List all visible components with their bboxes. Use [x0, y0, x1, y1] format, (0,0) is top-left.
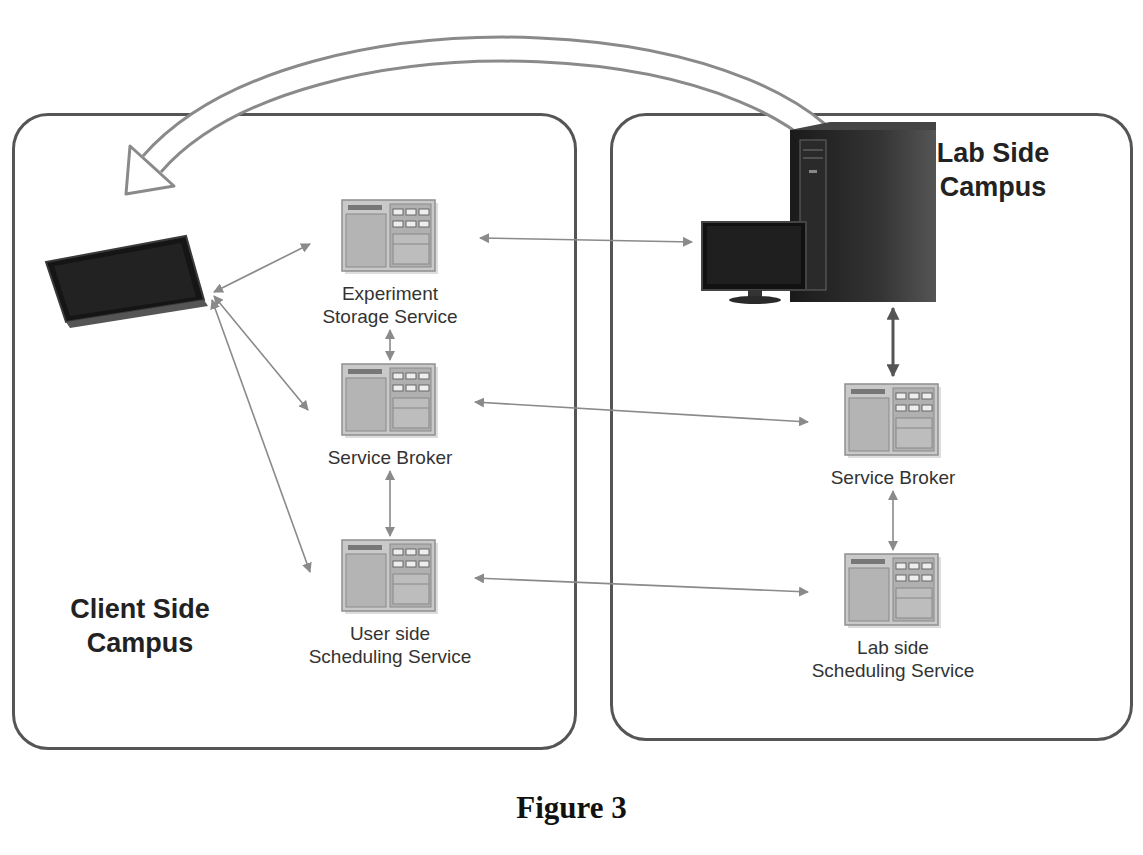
connector-arrow: [475, 578, 808, 592]
service-label: Experiment Storage Service: [315, 282, 465, 328]
connector-arrow: [389, 330, 391, 360]
campus-boundary: Client Side Campus Experiment Storage Ser…: [12, 113, 577, 750]
window-icon: [340, 538, 440, 616]
campus-boundary: Lab Side CampusService BrokerLab side Sc…: [610, 113, 1133, 741]
window-icon: [843, 552, 943, 630]
service-box: Lab side Scheduling Service: [808, 552, 978, 682]
figure-caption: Figure 3: [0, 790, 1143, 826]
access-arrow: [214, 244, 310, 292]
connector-arrow: [892, 491, 894, 550]
campus-label: Lab Side Campus: [918, 136, 1068, 204]
access-arrow: [214, 296, 308, 410]
campus-label: Client Side Campus: [50, 592, 230, 660]
service-box: Service Broker: [305, 362, 475, 469]
connector-arrow: [389, 471, 391, 536]
computer-tower: [790, 122, 936, 302]
connector-arrow: [475, 402, 808, 422]
window-icon: [843, 382, 943, 460]
data-arrow: [480, 238, 692, 242]
access-arrow: [212, 300, 310, 572]
service-box: Experiment Storage Service: [305, 198, 475, 328]
service-box: User side Scheduling Service: [305, 538, 475, 668]
window-icon: [340, 362, 440, 440]
window-icon: [340, 198, 440, 276]
service-label: Service Broker: [307, 446, 474, 469]
computer-monitor: [702, 222, 806, 304]
service-box: Service Broker: [808, 382, 978, 489]
laptop-illustration: [46, 236, 208, 328]
service-label: User side Scheduling Service: [307, 622, 474, 668]
service-label: Service Broker: [810, 466, 977, 489]
curved-arrow: [126, 49, 858, 194]
service-label: Lab side Scheduling Service: [810, 636, 977, 682]
control-arrow: [892, 308, 895, 376]
